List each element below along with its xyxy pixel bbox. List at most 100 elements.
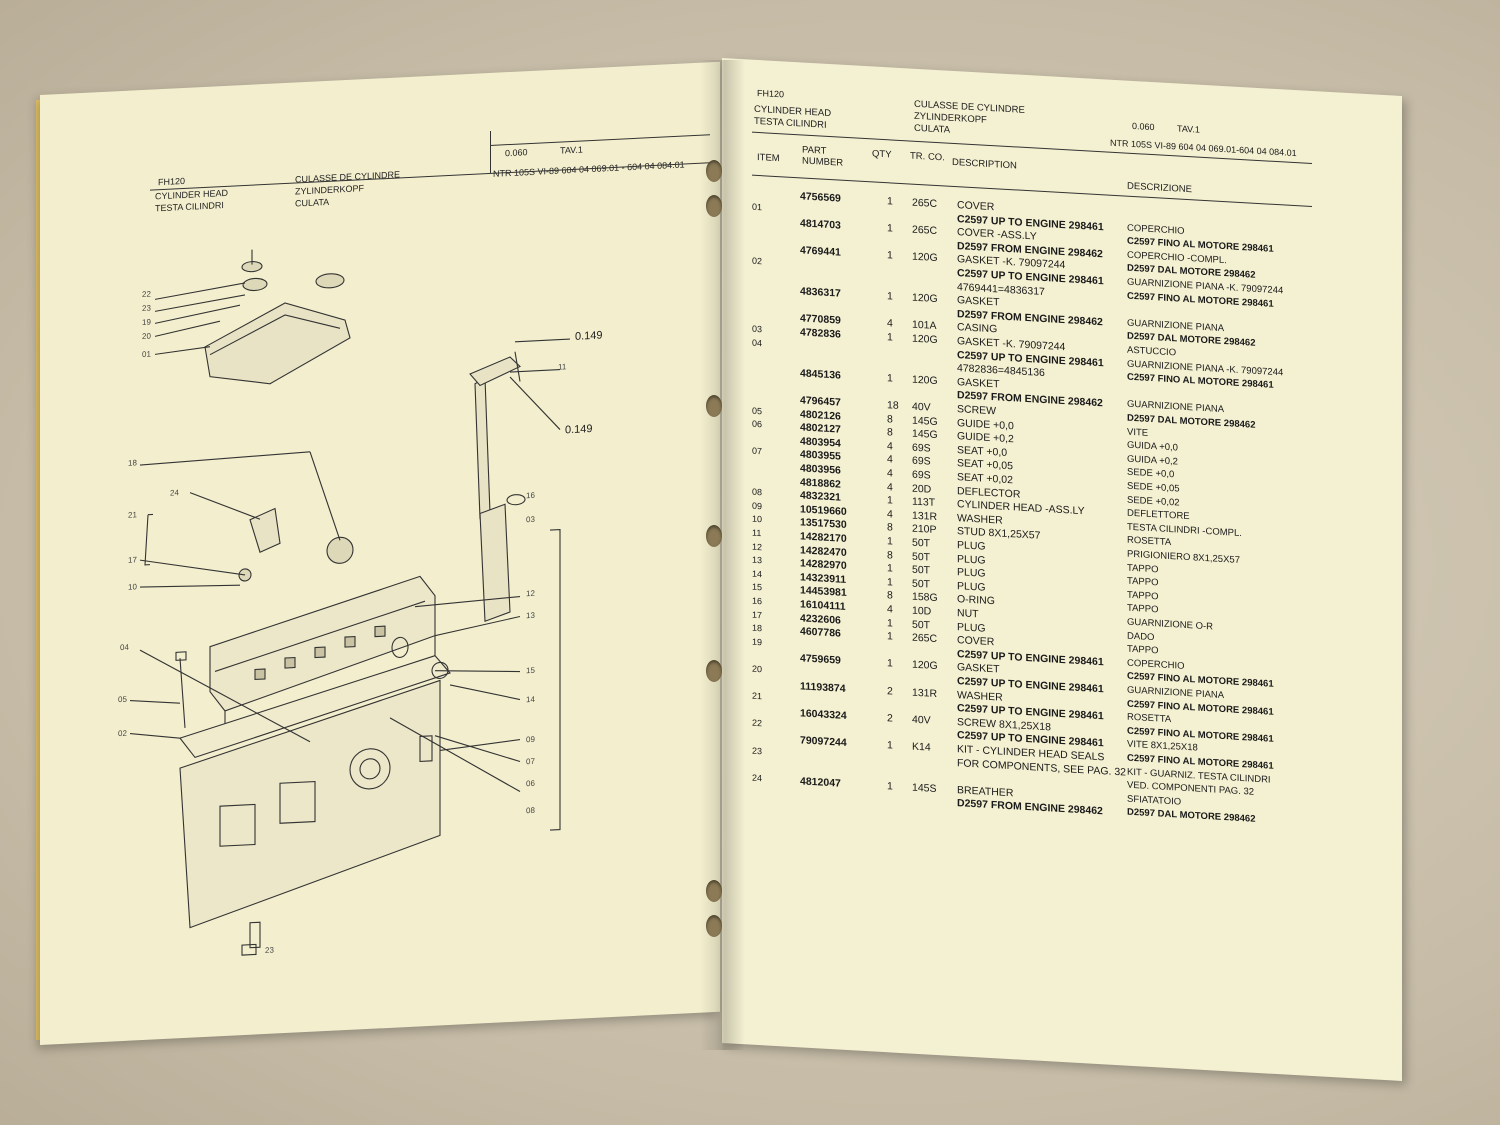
description-it-cell: SEDE +0,05 [1127,480,1180,495]
tr-code-cell: 210P [912,523,937,537]
part-number-cell: 4836317 [800,285,841,300]
callout-label: 18 [128,458,137,468]
description-it-cell: COPERCHIO [1127,657,1185,672]
description-cell: PLUG [957,552,986,567]
description-cell: PLUG [957,579,986,594]
part-number-cell: 4814703 [800,217,841,232]
part-number-cell: 14282170 [800,530,847,545]
description-cell: BREATHER [957,783,1014,800]
part-number-cell: 4756569 [800,190,841,205]
tr-code-cell: 120G [912,251,938,265]
item-cell: 22 [752,718,763,729]
binder-hole [706,160,722,182]
part-number-cell: 4812047 [800,775,841,790]
tr-code-cell: 50T [912,577,931,591]
description-it-cell: TAPPO [1127,603,1159,616]
qty-cell: 1 [887,616,893,630]
description-it-cell: ROSETTA [1127,711,1172,726]
description-it-cell: TAPPO [1127,575,1159,589]
tr-code-cell: 40V [912,400,931,414]
item-cell: 19 [752,636,763,648]
qty-cell: 2 [887,684,893,698]
col-qty-header: QTY [872,148,892,161]
description-it-cell: TAPPO [1127,562,1159,575]
tr-code-cell: 10D [912,604,932,618]
part-number-cell: 16104111 [800,598,846,613]
tr-code-cell: 20D [912,482,932,496]
tr-code-cell: 145G [912,414,938,428]
tr-code-cell: 50T [912,618,931,632]
item-cell: 09 [752,500,763,512]
item-cell: 01 [752,201,763,212]
qty-cell: 1 [887,657,893,670]
qty-cell: 8 [887,521,893,534]
callout-label: 19 [142,317,151,328]
item-cell: 07 [752,446,763,457]
description-cell: COVER [957,634,995,649]
description-it-cell: DEFLETTORE [1127,507,1190,523]
description-it-cell: DADO [1127,630,1155,643]
binder-hole [706,915,722,937]
description-cell: COVER [957,199,995,214]
qty-cell: 1 [887,562,893,575]
description-it-cell: ASTUCCIO [1127,344,1177,359]
callout-label: 09 [526,734,535,745]
qty-cell: 1 [887,372,893,385]
callout-label: 21 [128,510,137,520]
right-page: FH120 CYLINDER HEAD TESTA CILINDRI CULAS… [722,58,1402,1082]
part-number-cell: 4782836 [800,326,841,341]
description-it-cell: GUIDA +0,0 [1127,439,1178,454]
right-code: FH120 [757,87,785,100]
callout-label: 04 [120,642,129,653]
qty-cell: 1 [887,780,893,793]
tr-code-cell: 69S [912,468,931,482]
tr-code-cell: 131R [912,686,938,700]
callout-label: 22 [142,289,151,300]
part-number-cell: 4845136 [800,367,841,382]
binder-hole [706,880,722,902]
binder-hole [706,195,722,217]
col-part-header: PART NUMBER [802,144,844,169]
part-number-cell: 13517530 [800,516,847,532]
item-cell: 21 [752,690,763,702]
description-cell: O-RING [957,593,995,608]
item-cell: 18 [752,622,763,634]
part-number-cell: 4759659 [800,652,841,668]
part-number-cell: 14453981 [800,584,847,600]
part-number-cell: 14323911 [800,571,847,586]
tr-code-cell: 120G [912,291,938,306]
col-desc-header: DESCRIPTION [952,156,1017,172]
item-cell: 16 [752,595,763,607]
part-number-cell: 4769441 [800,244,841,260]
tr-code-cell: K14 [912,740,931,754]
right-tav: TAV.1 [1177,123,1200,135]
callout-label: 23 [142,303,151,314]
description-it-cell: TAPPO [1127,589,1159,603]
description-it-cell: COPERCHIO [1127,222,1185,237]
callout-label: 24 [170,488,179,498]
description-it-cell: SFIATATOIO [1127,793,1182,808]
item-cell: 23 [752,745,763,756]
callout-label: 23 [265,945,274,955]
part-number-cell: 79097244 [800,734,847,749]
description-it-cell: TAPPO [1127,643,1159,657]
description-it-cell: VITE [1127,426,1149,439]
qty-cell: 4 [887,603,893,616]
tr-code-cell: 145G [912,427,938,442]
tr-code-cell: 265C [912,196,938,211]
description-cell: SEAT +0,05 [957,457,1013,473]
tr-code-cell: 120G [912,332,938,347]
right-title-es: CULATA [914,122,951,136]
callout-label: 06 [526,778,535,789]
qty-cell: 1 [887,576,893,589]
callout-label: 02 [118,728,127,739]
tr-code-cell: 40V [912,713,931,727]
qty-cell: 4 [887,508,893,521]
description-it-cell: SEDE +0,0 [1127,467,1175,481]
item-cell: 05 [752,405,763,416]
callout-label: 11 [558,362,567,372]
tr-code-cell: 120G [912,373,938,387]
tr-code-cell: 69S [912,455,931,469]
description-cell: NUT [957,607,979,621]
callout-label: 03 [526,514,535,525]
